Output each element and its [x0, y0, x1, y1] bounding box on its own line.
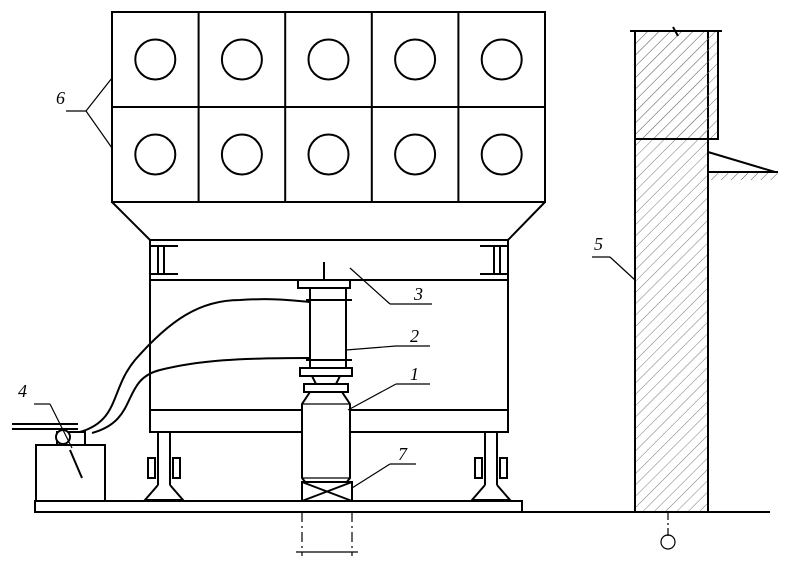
- base-plate: [34, 500, 523, 513]
- weight-block-opening: [307, 38, 350, 81]
- hydraulic-jack: [306, 287, 352, 369]
- reaction-wall: [630, 26, 778, 550]
- weight-block-grid: [111, 11, 546, 203]
- jack-head: [297, 262, 351, 289]
- hydraulic-hoses: [79, 298, 311, 434]
- weight-block-opening: [480, 38, 523, 81]
- label-3: 3: [413, 284, 423, 304]
- label-1: 1: [410, 364, 419, 384]
- weight-block-opening: [307, 133, 350, 176]
- label-4: 4: [18, 381, 27, 401]
- weight-block-opening: [394, 38, 437, 81]
- weight-block-opening: [220, 133, 263, 176]
- i-beam-girder: [149, 239, 509, 281]
- label-5: 5: [594, 234, 603, 254]
- load-adapter: [299, 367, 353, 393]
- leader-lines: [34, 77, 636, 489]
- label-7: 7: [398, 444, 408, 464]
- weight-block-opening: [134, 133, 177, 176]
- label-2: 2: [410, 326, 419, 346]
- test-specimen: [301, 391, 351, 489]
- weight-block-opening: [134, 38, 177, 81]
- weight-block-opening: [220, 38, 263, 81]
- frame-leg-right: [469, 432, 513, 501]
- hydraulic-pump: [12, 423, 106, 502]
- label-6: 6: [56, 88, 65, 108]
- specimen-support: [301, 481, 353, 502]
- center-axis: [296, 512, 358, 556]
- weight-block-opening: [480, 133, 523, 176]
- weight-block-opening: [394, 133, 437, 176]
- frame-leg-left: [142, 432, 186, 501]
- pump-valve-icon: [55, 429, 71, 445]
- weight-hopper: [111, 201, 546, 241]
